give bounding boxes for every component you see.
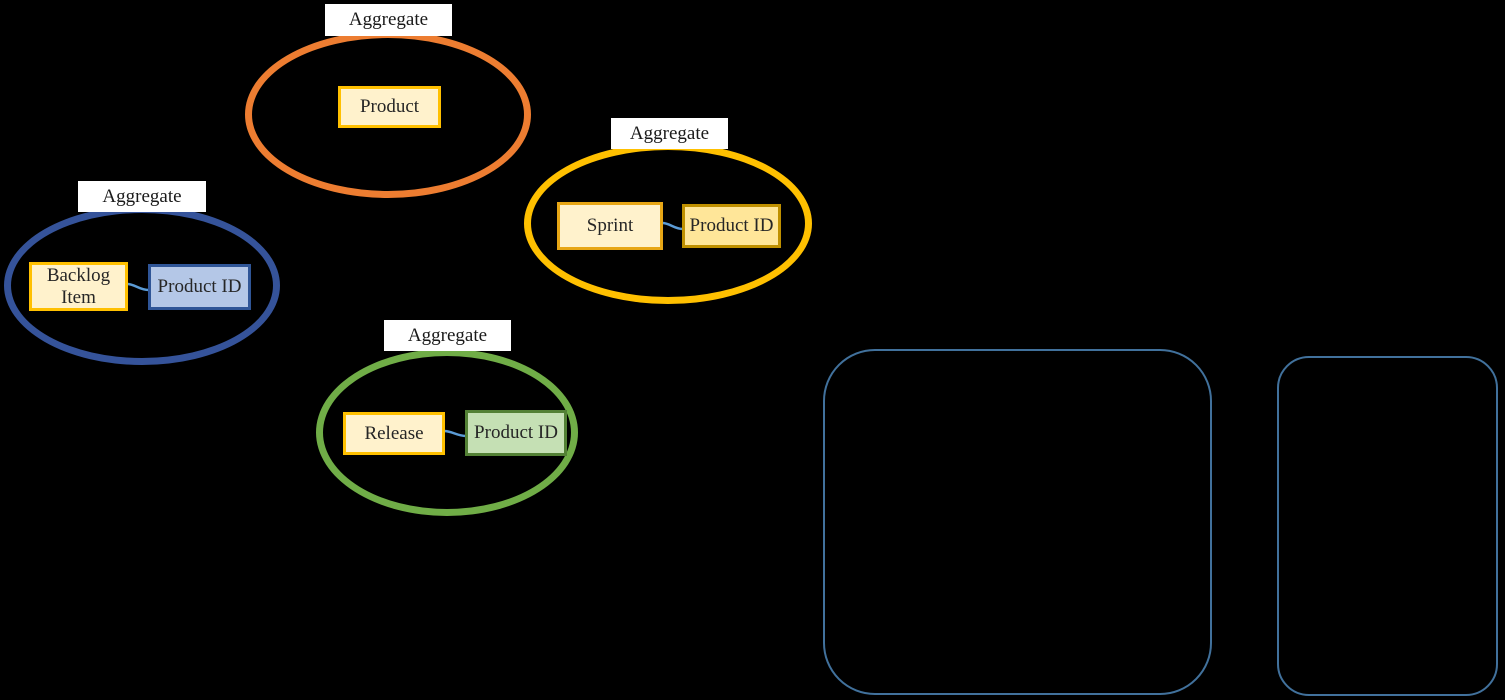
value-object-box-sprint-product-id: Product ID bbox=[682, 204, 781, 248]
aggregate-ellipse-release bbox=[316, 349, 578, 516]
small-context-box bbox=[1277, 356, 1498, 696]
aggregate-label-product: Aggregate bbox=[325, 4, 452, 36]
entity-box-backlog-item: Backlog Item bbox=[29, 262, 128, 311]
connector-line-sprint bbox=[661, 221, 684, 231]
connector-line-release bbox=[443, 429, 467, 438]
aggregate-label-backlog-item: Aggregate bbox=[78, 181, 206, 212]
value-object-box-backlog-product-id: Product ID bbox=[148, 264, 251, 310]
aggregate-label-release: Aggregate bbox=[384, 320, 511, 351]
connector-line-backlog bbox=[126, 282, 150, 292]
large-context-box bbox=[823, 349, 1212, 695]
entity-box-release: Release bbox=[343, 412, 445, 455]
value-object-box-release-product-id: Product ID bbox=[465, 410, 567, 456]
entity-box-product: Product bbox=[338, 86, 441, 128]
aggregate-label-sprint: Aggregate bbox=[611, 118, 728, 149]
entity-box-sprint: Sprint bbox=[557, 202, 663, 250]
